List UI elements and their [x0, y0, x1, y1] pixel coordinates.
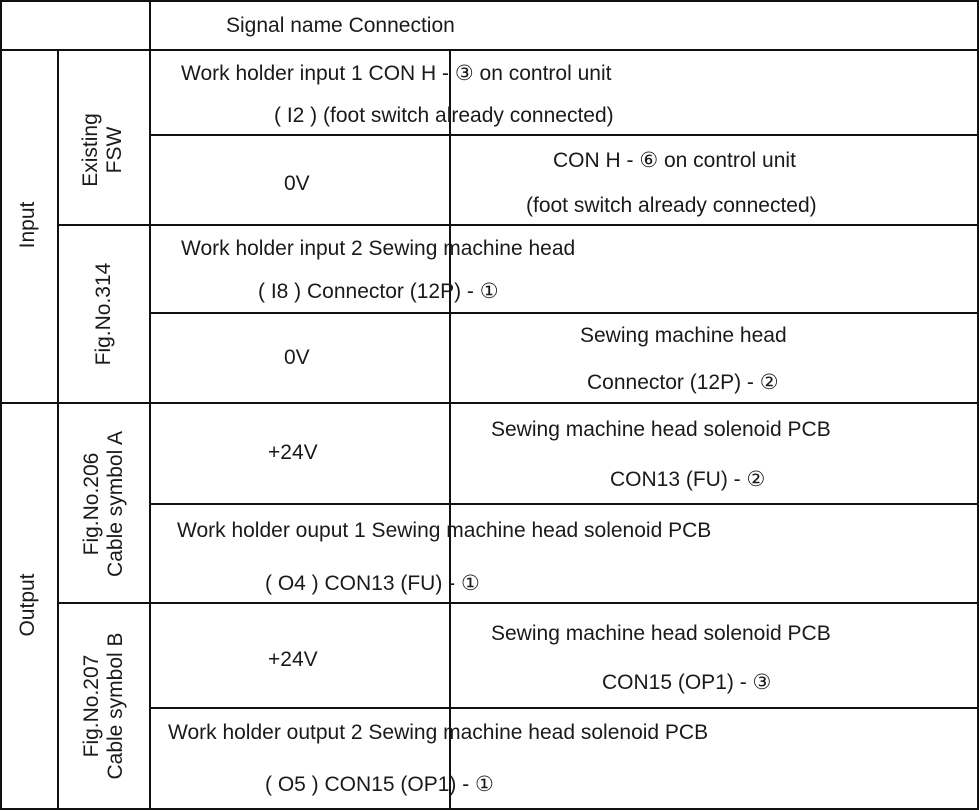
r5-signal: +24V — [268, 441, 318, 464]
rule-input-output — [0, 402, 979, 404]
r4-signal: 0V — [284, 346, 310, 369]
r1-line1: Work holder input 1 CON H - ③ on control… — [181, 62, 612, 85]
rule-r1 — [150, 134, 979, 136]
group-output: Output — [16, 573, 39, 637]
r3-line1: Work holder input 2 Sewing machine head — [181, 237, 576, 260]
rule-right — [977, 0, 979, 810]
rule-fsw — [58, 224, 979, 226]
rule-top — [0, 0, 979, 2]
r6-line1: Work holder ouput 1 Sewing machine head … — [177, 519, 712, 542]
subgroup-fig206: Fig.No.206 Cable symbol A — [80, 431, 127, 577]
r6-line2: ( O4 ) CON13 (FU) - ① — [265, 572, 480, 595]
r7-signal: +24V — [268, 648, 318, 671]
subgroup-fig314: Fig.No.314 — [92, 262, 115, 366]
r7-conn2: CON15 (OP1) - ③ — [602, 671, 772, 694]
rule-r5 — [150, 503, 979, 505]
header-label: Signal name Connection — [226, 14, 455, 37]
subgroup-existing-fsw: Existing FSW — [79, 113, 126, 187]
rule-header — [0, 49, 979, 51]
rule-group — [57, 49, 59, 810]
r2-conn1: CON H - ⑥ on control unit — [553, 149, 796, 172]
r3-line2: ( I8 ) Connector (12P) - ① — [258, 280, 499, 303]
rule-split — [449, 49, 451, 810]
rule-sub — [149, 0, 151, 810]
rule-fig206 — [58, 602, 979, 604]
rule-left — [0, 0, 2, 810]
r2-signal: 0V — [284, 172, 310, 195]
r8-line2: ( O5 ) CON15 (OP1) - ① — [265, 773, 494, 796]
r4-conn2: Connector (12P) - ② — [587, 371, 779, 394]
r5-conn2: CON13 (FU) - ② — [610, 468, 766, 491]
r8-line1: Work holder output 2 Sewing machine head… — [168, 721, 709, 744]
subgroup-fig207: Fig.No.207 Cable symbol B — [80, 632, 127, 780]
r7-conn1: Sewing machine head solenoid PCB — [491, 622, 831, 645]
r5-conn1: Sewing machine head solenoid PCB — [491, 418, 831, 441]
group-input: Input — [16, 201, 39, 249]
rule-r7 — [150, 707, 979, 709]
r1-line2: ( I2 ) (foot switch already connected) — [274, 104, 614, 127]
rule-r3 — [150, 312, 979, 314]
r4-conn1: Sewing machine head — [580, 324, 787, 347]
rule-bottom — [0, 808, 979, 810]
r2-conn2: (foot switch already connected) — [526, 194, 817, 217]
